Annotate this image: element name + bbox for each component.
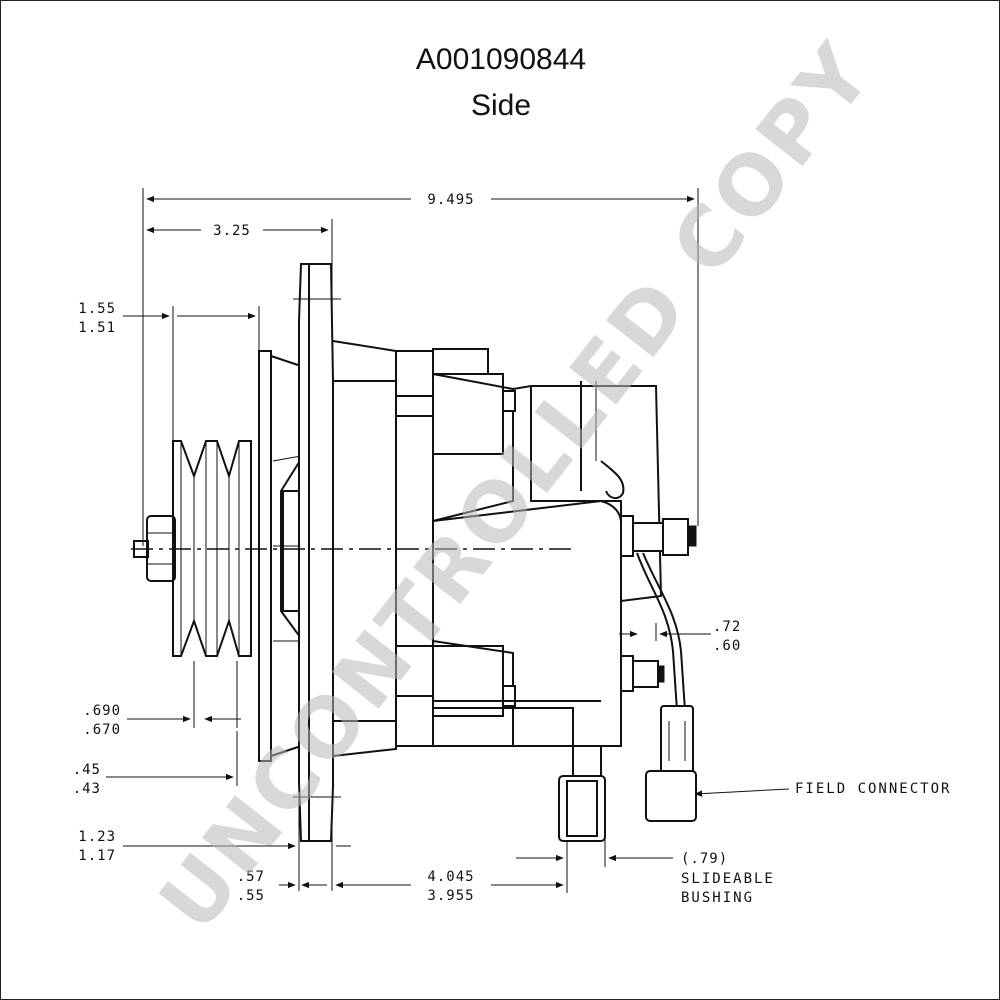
field-connector — [645, 705, 697, 822]
uncontrolled-copy-watermark: UNCONTROLLED COPY — [142, 25, 892, 948]
dim-terminal-min: .60 — [713, 638, 741, 654]
terminals — [620, 515, 697, 712]
dim-groove-max: .690 — [83, 703, 121, 719]
dim-mount-dist-max: 4.045 — [427, 869, 474, 885]
dim-pulley-to-flange: 3.25 — [213, 223, 251, 239]
housing — [332, 340, 663, 757]
label-bushing-line2: BUSHING — [681, 890, 754, 906]
dim-terminal-max: .72 — [713, 619, 741, 635]
dim-groove-offset-min: .43 — [73, 781, 101, 797]
dim-groove-offset-max: .45 — [73, 762, 101, 778]
dim-pulley-width-max: 1.55 — [78, 301, 116, 317]
dim-bushing-size: (.79) — [681, 851, 728, 867]
dim-flange-gap-max: 1.23 — [78, 829, 116, 845]
dimension-values: 9.495 3.25 1.55 1.51 .690 .670 .45 .43 1… — [73, 192, 951, 906]
mounting-foot — [558, 746, 606, 842]
dim-overall-length: 9.495 — [427, 192, 474, 208]
dim-flange-thk-min: .55 — [237, 888, 265, 904]
dim-mount-dist-min: 3.955 — [427, 888, 474, 904]
dim-flange-gap-min: 1.17 — [78, 848, 116, 864]
part-number-title: A001090844 — [415, 43, 587, 76]
label-bushing-line1: SLIDEABLE — [681, 871, 775, 887]
view-subtitle: Side — [470, 89, 532, 122]
dim-groove-min: .670 — [83, 722, 121, 738]
dimension-lines — [106, 188, 790, 893]
dim-pulley-width-min: 1.51 — [78, 320, 116, 336]
mounting-flange — [293, 263, 341, 842]
dim-flange-thk-max: .57 — [237, 869, 265, 885]
label-field-connector: FIELD CONNECTOR — [795, 781, 951, 797]
